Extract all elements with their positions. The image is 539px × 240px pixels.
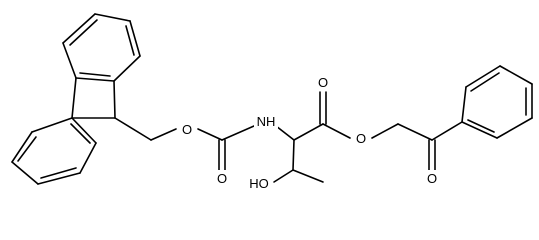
phenacyl-chain xyxy=(371,121,463,171)
atom-label-ester-carbonyl-o: O xyxy=(316,74,330,90)
svg-text:NH: NH xyxy=(257,114,276,129)
fluorene-upper-benzene-ring xyxy=(62,13,141,82)
structure-drawing: O O NH O O O HO xyxy=(11,13,533,191)
svg-text:O: O xyxy=(318,75,328,90)
atom-label-ester-o: O xyxy=(354,130,368,146)
fluorene-lower-benzene-ring xyxy=(11,117,97,185)
atom-label-amide-nh: NH xyxy=(254,113,278,129)
svg-text:O: O xyxy=(427,171,437,186)
atom-label-carbamate-o: O xyxy=(215,170,229,186)
svg-text:O: O xyxy=(356,131,366,146)
atom-label-ketone-o: O xyxy=(425,170,439,186)
structure-canvas: O O NH O O O HO xyxy=(11,13,533,191)
phenyl-ring xyxy=(461,65,533,139)
threonine-backbone xyxy=(273,91,351,183)
fluorene-five-membered-ring xyxy=(71,77,116,119)
svg-text:O: O xyxy=(217,171,227,186)
atom-label-ester-o-fmoc: O xyxy=(180,121,194,137)
svg-text:HO: HO xyxy=(249,176,269,191)
svg-text:O: O xyxy=(182,122,192,137)
fmoc-carbamate-linker xyxy=(114,117,255,171)
atom-label-hydroxyl: HO xyxy=(246,175,272,191)
